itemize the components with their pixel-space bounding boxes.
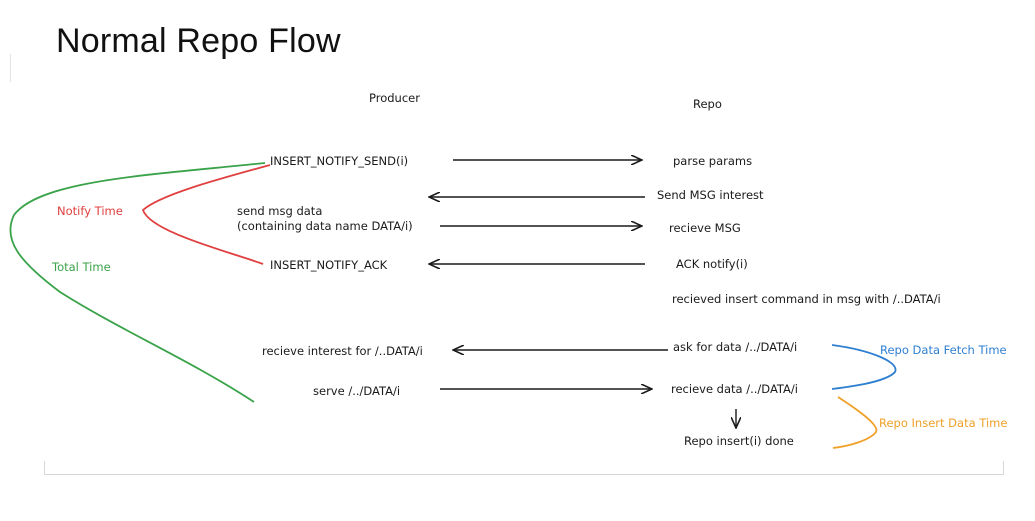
producer-step-recieve-interest: recieve interest for /..DATA/i [262,344,423,358]
repo-step-ask-data: ask for data /../DATA/i [673,340,798,354]
repo-step-insert-done: Repo insert(i) done [684,434,794,448]
producer-header: Producer [369,91,420,105]
producer-step-serve: serve /../DATA/i [313,384,401,398]
notify-time-label: Notify Time [57,204,123,218]
repo-step-send-interest: Send MSG interest [657,188,764,202]
fetch-time-label: Repo Data Fetch Time [880,343,1007,357]
repo-header: Repo [693,97,722,111]
bottom-panel-edge [44,461,1004,475]
repo-step-recieve-msg: recieve MSG [669,221,741,235]
repo-step-recieved-command: recieved insert command in msg with /..D… [672,292,941,306]
repo-step-parse-params: parse params [673,154,753,168]
diagram-canvas [9,84,1035,457]
producer-step-notify-ack: INSERT_NOTIFY_ACK [270,258,388,272]
insert-time-label: Repo Insert Data Time [879,416,1008,430]
producer-step-send-msg-detail: (containing data name DATA/i) [237,219,413,233]
page-title: Normal Repo Flow [56,22,341,60]
frame-divider [10,54,11,82]
notify-time-bracket [141,164,271,265]
total-time-bracket [9,162,266,403]
repo-step-recieve-data: recieve data /../DATA/i [671,382,798,396]
total-time-label: Total Time [52,260,111,274]
producer-step-notify-send: INSERT_NOTIFY_SEND(i) [270,154,409,168]
insert-time-bracket [832,396,878,449]
repo-step-ack-notify: ACK notify(i) [676,257,748,271]
fetch-time-bracket [831,344,897,390]
producer-step-send-msg: send msg data [237,204,323,218]
